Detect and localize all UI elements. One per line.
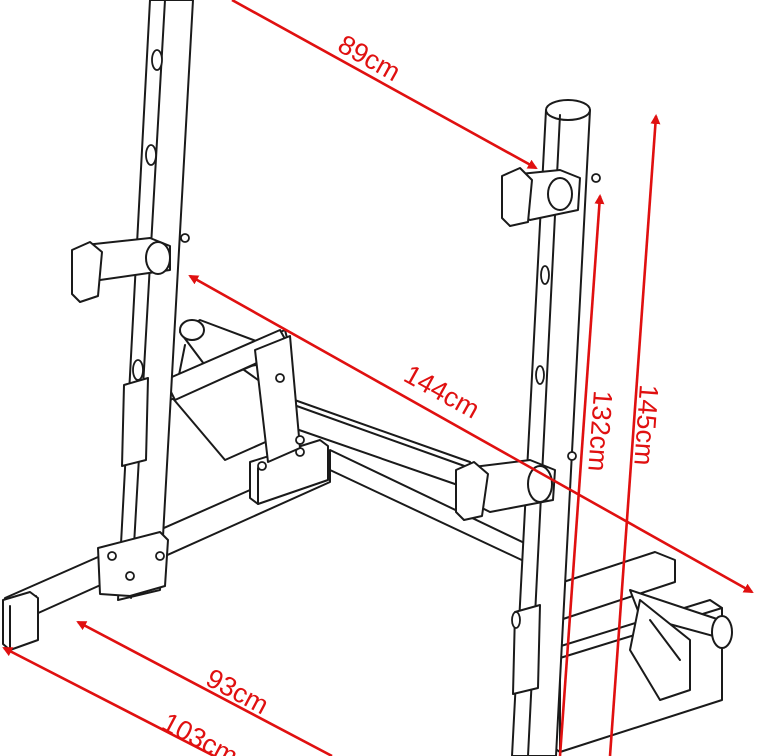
dim-line-93: [76, 620, 333, 756]
right-weight-horn: [629, 589, 733, 701]
label-144: 144cm: [399, 359, 484, 425]
label-103: 103cm: [157, 707, 243, 756]
dim-line-89: [231, 0, 538, 170]
label-89: 89cm: [333, 29, 405, 87]
right-top-hook: [501, 167, 581, 227]
left-upright: [97, 0, 194, 601]
label-145: 145cm: [628, 384, 664, 467]
dim-line-103: [2, 646, 215, 756]
label-132: 132cm: [582, 390, 618, 473]
dim-line-145: [608, 114, 661, 756]
left-hook: [71, 237, 171, 303]
label-93: 93cm: [201, 663, 273, 720]
dim-line-132: [558, 194, 605, 756]
dim-line-144: [188, 274, 754, 594]
